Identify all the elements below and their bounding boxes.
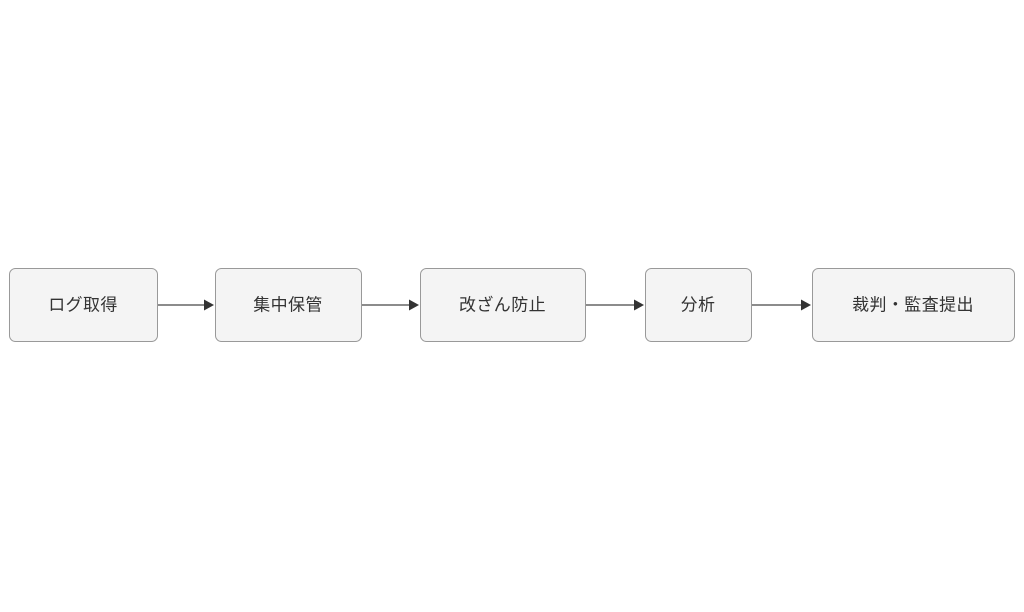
node-shape (215, 268, 362, 342)
flow-node-n1[interactable]: ログ取得 (9, 268, 158, 342)
node-label: 改ざん防止 (459, 295, 546, 316)
node-shape (812, 268, 1015, 342)
flow-node-n4[interactable]: 分析 (645, 268, 752, 342)
arrowhead-icon (204, 299, 214, 311)
arrowhead-icon (801, 299, 811, 311)
node-label: 裁判・監査提出 (852, 296, 974, 316)
flow-edge (585, 299, 644, 311)
node-shape (645, 268, 752, 342)
edges-layer (157, 299, 811, 311)
node-shape (420, 268, 586, 342)
arrowhead-icon (409, 299, 419, 311)
flow-node-n2[interactable]: 集中保管 (215, 268, 362, 342)
flow-edge (361, 299, 419, 311)
node-label: 集中保管 (253, 296, 323, 316)
flow-node-n5[interactable]: 裁判・監査提出 (812, 268, 1015, 342)
nodes-layer: ログ取得 集中保管 改ざん防止 分析 裁判・監査提出 (9, 268, 1015, 342)
node-label: ログ取得 (48, 296, 118, 316)
flow-edge (157, 299, 214, 311)
flow-node-n3[interactable]: 改ざん防止 (420, 268, 586, 342)
flow-edge (751, 299, 811, 311)
node-label: 分析 (681, 296, 716, 316)
arrowhead-icon (634, 299, 644, 311)
node-shape (9, 268, 158, 342)
